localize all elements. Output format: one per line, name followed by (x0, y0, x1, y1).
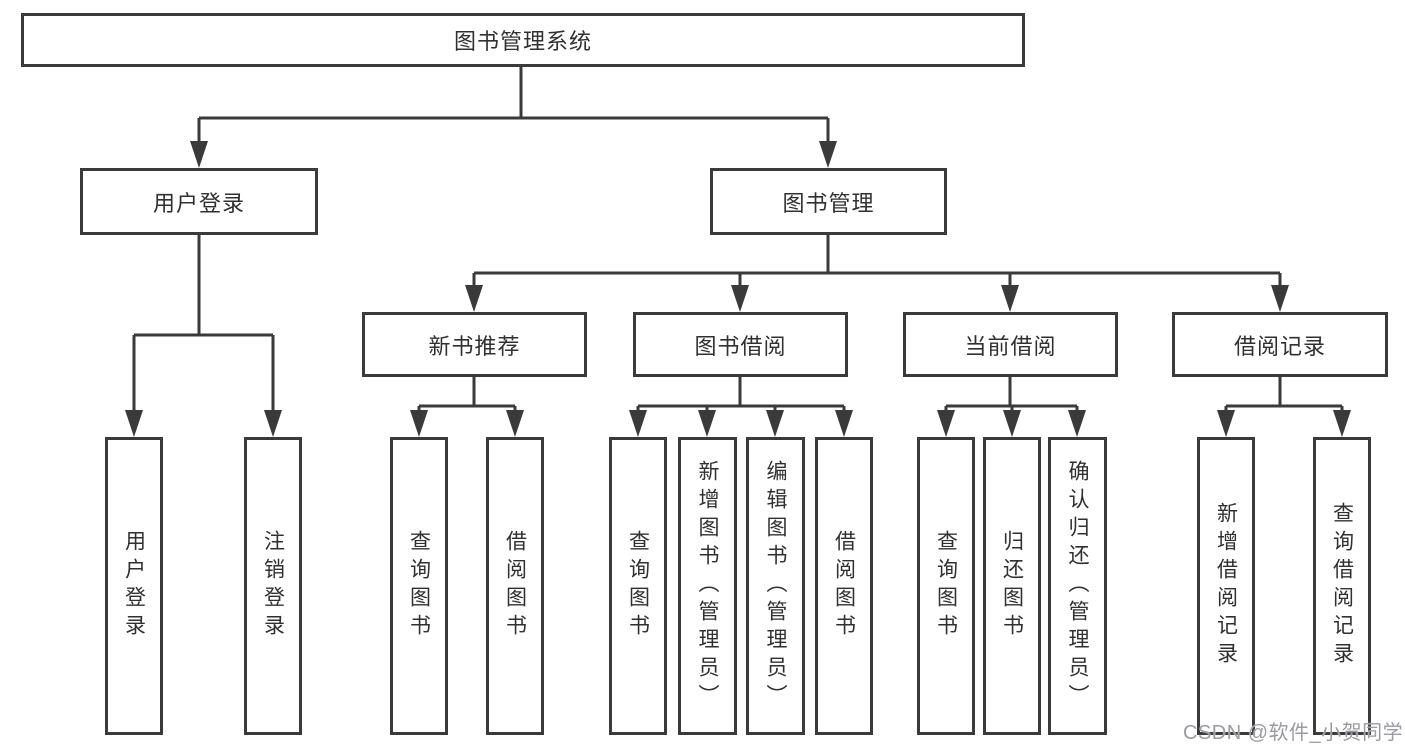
leaf-br-add-record-label: 新增借阅记录 (1214, 502, 1238, 670)
node-current-borrowing: 当前借阅 (903, 312, 1118, 377)
leaf-cb-query-books: 查询图书 (917, 437, 975, 735)
node-user-login: 用户登录 (80, 168, 318, 235)
leaf-bb-borrow-books-label: 借阅图书 (832, 530, 856, 642)
node-current-borrowing-label: 当前借阅 (964, 333, 1057, 359)
connector-user-login-branch (125, 235, 282, 437)
leaf-bb-query-books-label: 查询图书 (626, 530, 650, 642)
node-book-management: 图书管理 (710, 168, 947, 235)
leaf-user-login: 用户登录 (105, 437, 163, 735)
leaf-bb-borrow-books: 借阅图书 (815, 437, 873, 735)
leaf-nbr-query-books: 查询图书 (390, 437, 448, 735)
leaf-cb-confirm-return-admin: 确认归还（管理员） (1048, 437, 1107, 735)
node-user-login-label: 用户登录 (152, 190, 245, 216)
leaf-cb-return-books: 归还图书 (983, 437, 1041, 735)
leaf-bb-add-books-admin-label: 新增图书（管理员） (696, 460, 719, 712)
node-book-borrowing-label: 图书借阅 (694, 333, 787, 359)
leaf-br-query-record-label: 查询借阅记录 (1330, 502, 1354, 670)
connector-book-borrowing (629, 377, 853, 437)
node-new-book-recommendation: 新书推荐 (362, 312, 587, 377)
leaf-cb-query-books-label: 查询图书 (934, 530, 958, 642)
leaf-bb-query-books: 查询图书 (609, 437, 667, 735)
node-book-borrowing: 图书借阅 (633, 312, 848, 377)
leaf-nbr-query-books-label: 查询图书 (407, 530, 431, 642)
node-new-book-recommendation-label: 新书推荐 (428, 333, 521, 359)
node-library-management-system-label: 图书管理系统 (453, 29, 592, 54)
leaf-logout: 注销登录 (244, 437, 302, 735)
node-borrowing-records: 借阅记录 (1172, 312, 1388, 377)
leaf-bb-add-books-admin: 新增图书（管理员） (678, 437, 737, 735)
leaf-bb-edit-books-admin: 编辑图书（管理员） (746, 437, 805, 735)
csdn-watermark: CSDN @软件_小贺同学 (1183, 722, 1404, 744)
leaf-br-query-record: 查询借阅记录 (1313, 437, 1371, 735)
node-book-management-label: 图书管理 (782, 190, 875, 216)
leaf-nbr-borrow-books-label: 借阅图书 (503, 530, 527, 642)
leaf-bb-edit-books-admin-label: 编辑图书（管理员） (764, 460, 787, 712)
leaf-nbr-borrow-books: 借阅图书 (486, 437, 544, 735)
node-library-management-system: 图书管理系统 (21, 13, 1025, 67)
connector-borrowing-records (1217, 377, 1351, 437)
connector-new-book-recommendation (410, 377, 524, 437)
connector-book-management-branch (465, 235, 1289, 312)
leaf-cb-return-books-label: 归还图书 (1000, 530, 1024, 642)
leaf-br-add-record: 新增借阅记录 (1197, 437, 1255, 735)
connector-current-borrowing (937, 377, 1086, 437)
leaf-user-login-label: 用户登录 (122, 530, 146, 642)
node-borrowing-records-label: 借阅记录 (1233, 333, 1326, 359)
connector-root-to-level1 (190, 67, 837, 168)
leaf-logout-label: 注销登录 (261, 530, 285, 642)
leaf-cb-confirm-return-admin-label: 确认归还（管理员） (1066, 460, 1089, 712)
